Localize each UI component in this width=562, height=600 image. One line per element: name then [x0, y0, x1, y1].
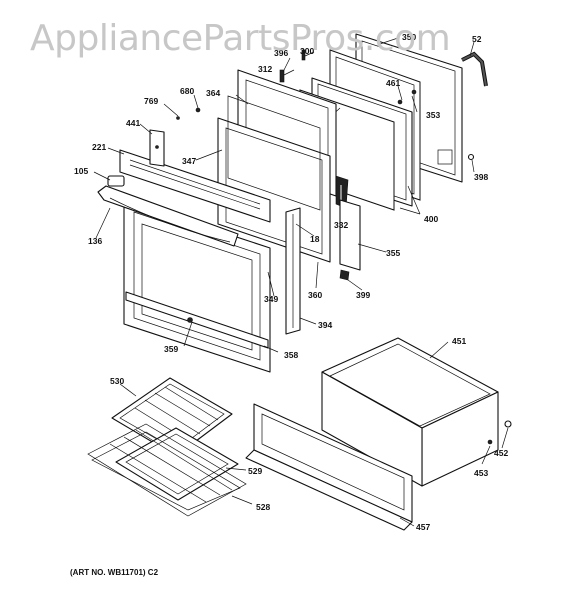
callout-441: 441: [126, 118, 140, 128]
hinge-441: [149, 129, 165, 167]
callout-528: 528: [256, 502, 270, 512]
callout-451: 451: [452, 336, 466, 346]
callout-355: 355: [386, 248, 400, 258]
callout-398: 398: [474, 172, 488, 182]
oven-rack-528: [87, 423, 247, 517]
callout-221: 221: [92, 142, 106, 152]
callout-396: 396: [274, 48, 288, 58]
callout-136: 136: [88, 236, 102, 246]
callout-461: 461: [386, 78, 400, 88]
art-number: (ART NO. WB11701) C2: [70, 568, 159, 577]
callout-349: 349: [264, 294, 278, 304]
callout-394: 394: [318, 320, 332, 330]
door-channel-18: [285, 207, 301, 335]
callout-399: 399: [356, 290, 370, 300]
vent-105: [107, 175, 125, 187]
callout-680: 680: [180, 86, 194, 96]
callout-332: 332: [334, 220, 348, 230]
door-handle-136: [97, 185, 239, 247]
callout-350: 350: [402, 32, 416, 42]
callout-452: 452: [494, 448, 508, 458]
callout-labels: 350 52 396 300 312 461 680 364 353 769 4…: [74, 32, 508, 532]
door-gasket-52: [461, 51, 488, 87]
callout-359: 359: [164, 344, 178, 354]
callout-312: 312: [258, 64, 272, 74]
small-parts: [176, 49, 475, 281]
door-handle-trim-221: [119, 149, 271, 223]
callout-353: 353: [426, 110, 440, 120]
callout-52: 52: [472, 34, 482, 44]
door-side-trim-355: [339, 199, 361, 271]
callout-400: 400: [424, 214, 438, 224]
watermark-text: AppliancePartsPros.com: [30, 18, 450, 59]
callout-457: 457: [416, 522, 430, 532]
callout-453: 453: [474, 468, 488, 478]
callout-347: 347: [182, 156, 196, 166]
drawer-body-451: [321, 337, 499, 487]
drawer-hardware: [487, 420, 512, 445]
broil-pan-529: [115, 427, 239, 501]
callout-360: 360: [308, 290, 322, 300]
leader-lines: [93, 37, 509, 527]
callout-18: 18: [310, 234, 320, 244]
callout-105: 105: [74, 166, 88, 176]
callout-364: 364: [206, 88, 220, 98]
drawer-front-panel-457: [245, 403, 413, 531]
callout-769: 769: [144, 96, 158, 106]
callout-530: 530: [110, 376, 124, 386]
callout-358: 358: [284, 350, 298, 360]
broil-pan-grid-530: [111, 377, 233, 457]
callout-529: 529: [248, 466, 262, 476]
callout-300: 300: [300, 46, 314, 56]
